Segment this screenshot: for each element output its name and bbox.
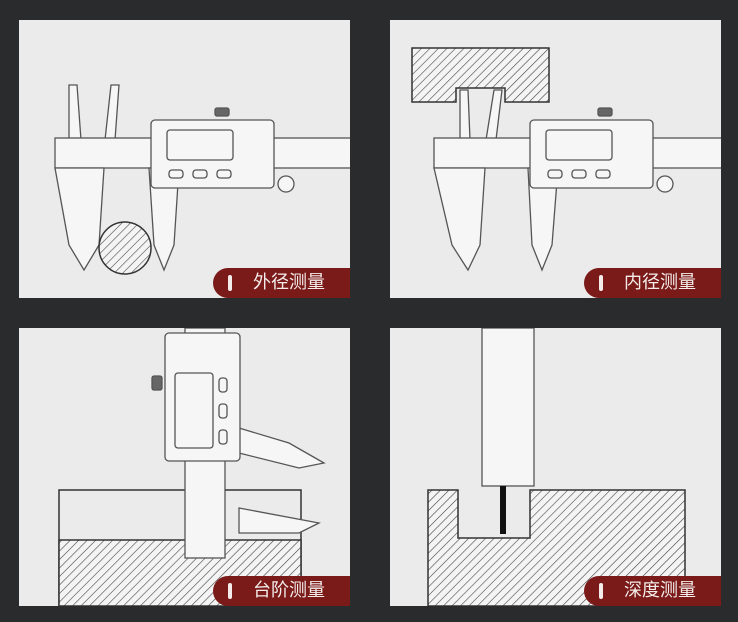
panel-depth: 深度测量 — [390, 328, 721, 606]
badge-bar-icon — [228, 275, 232, 291]
panel-outer-diameter: 外径测量 — [19, 20, 350, 298]
panel-inner-diameter: 内径测量 — [390, 20, 721, 298]
label-badge: 内径测量 — [584, 268, 721, 298]
label-badge: 深度测量 — [584, 576, 721, 606]
caliper-step-illustration — [58, 328, 326, 606]
panel-label: 台阶测量 — [253, 580, 325, 601]
label-badge: 台阶测量 — [213, 576, 350, 606]
badge-bar-icon — [599, 583, 603, 599]
caliper-outer-illustration — [54, 84, 350, 275]
badge-bar-icon — [228, 583, 232, 599]
caliper-depth-illustration — [427, 328, 686, 606]
label-badge: 外径测量 — [213, 268, 350, 298]
panel-label: 外径测量 — [253, 272, 325, 293]
panel-label: 内径测量 — [624, 272, 696, 293]
caliper-inner-illustration — [411, 47, 721, 272]
panel-step: 台阶测量 — [19, 328, 350, 606]
badge-bar-icon — [599, 275, 603, 291]
panel-label: 深度测量 — [624, 580, 696, 601]
